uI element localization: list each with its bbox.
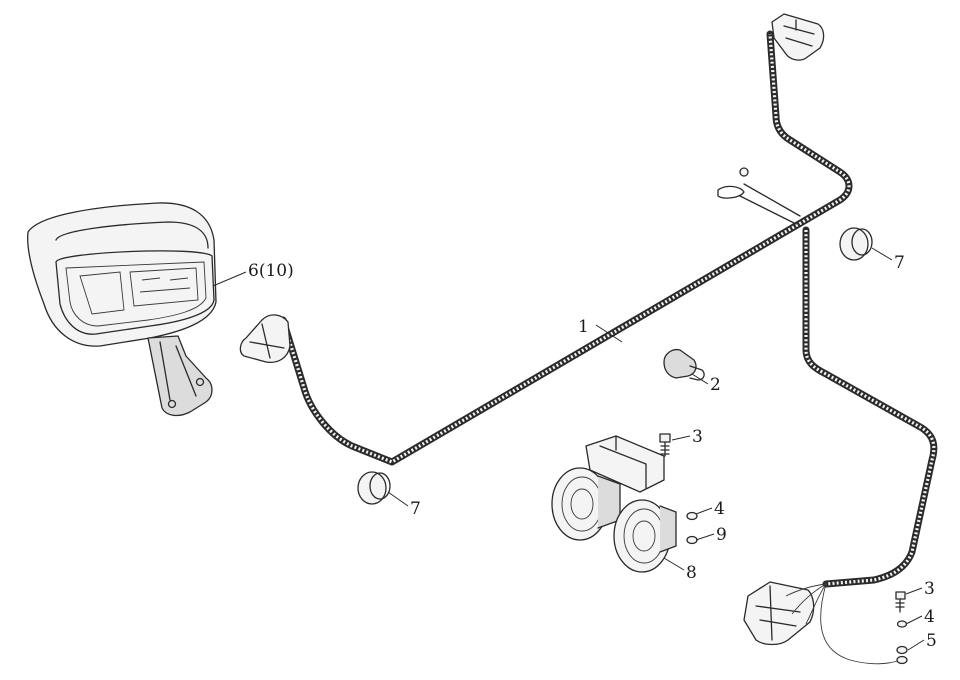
callout-8: 8 [686,563,697,583]
callout-1: 1 [578,317,589,337]
harness-left-connector [239,314,291,364]
callout-5: 5 [926,631,937,651]
callout-3-upper: 3 [692,427,703,447]
callout-7-right: 7 [894,253,905,273]
fastener-washer-4b [896,620,908,628]
callout-7-left: 7 [410,499,421,519]
callout-4-lower: 4 [924,607,935,627]
callout-6-10: 6(10) [248,261,294,281]
callout-4-upper: 4 [714,499,725,519]
callout-9: 9 [716,525,727,545]
fastener-bolt-3b [895,591,906,613]
callout-2: 2 [710,375,721,395]
fastener-nut-5 [896,645,908,665]
harness-top-connector [771,13,825,61]
harness-bottom-connector [743,581,901,665]
fastener-nut-4a [686,511,698,521]
grommet-upper-right [839,227,873,261]
callout-labels: 6(10) 1 2 3 4 9 8 7 7 3 4 5 [248,253,937,651]
horn-assembly [551,435,677,573]
switch-part [663,348,705,381]
leader-lines [212,247,925,651]
main-wiring-harness [279,30,938,588]
headlamp-assembly [27,202,217,417]
fastener-washer-9 [686,535,698,545]
callout-3-lower: 3 [924,579,935,599]
fastener-bolt-3a [659,433,671,457]
grommet-lower-left [357,471,391,505]
